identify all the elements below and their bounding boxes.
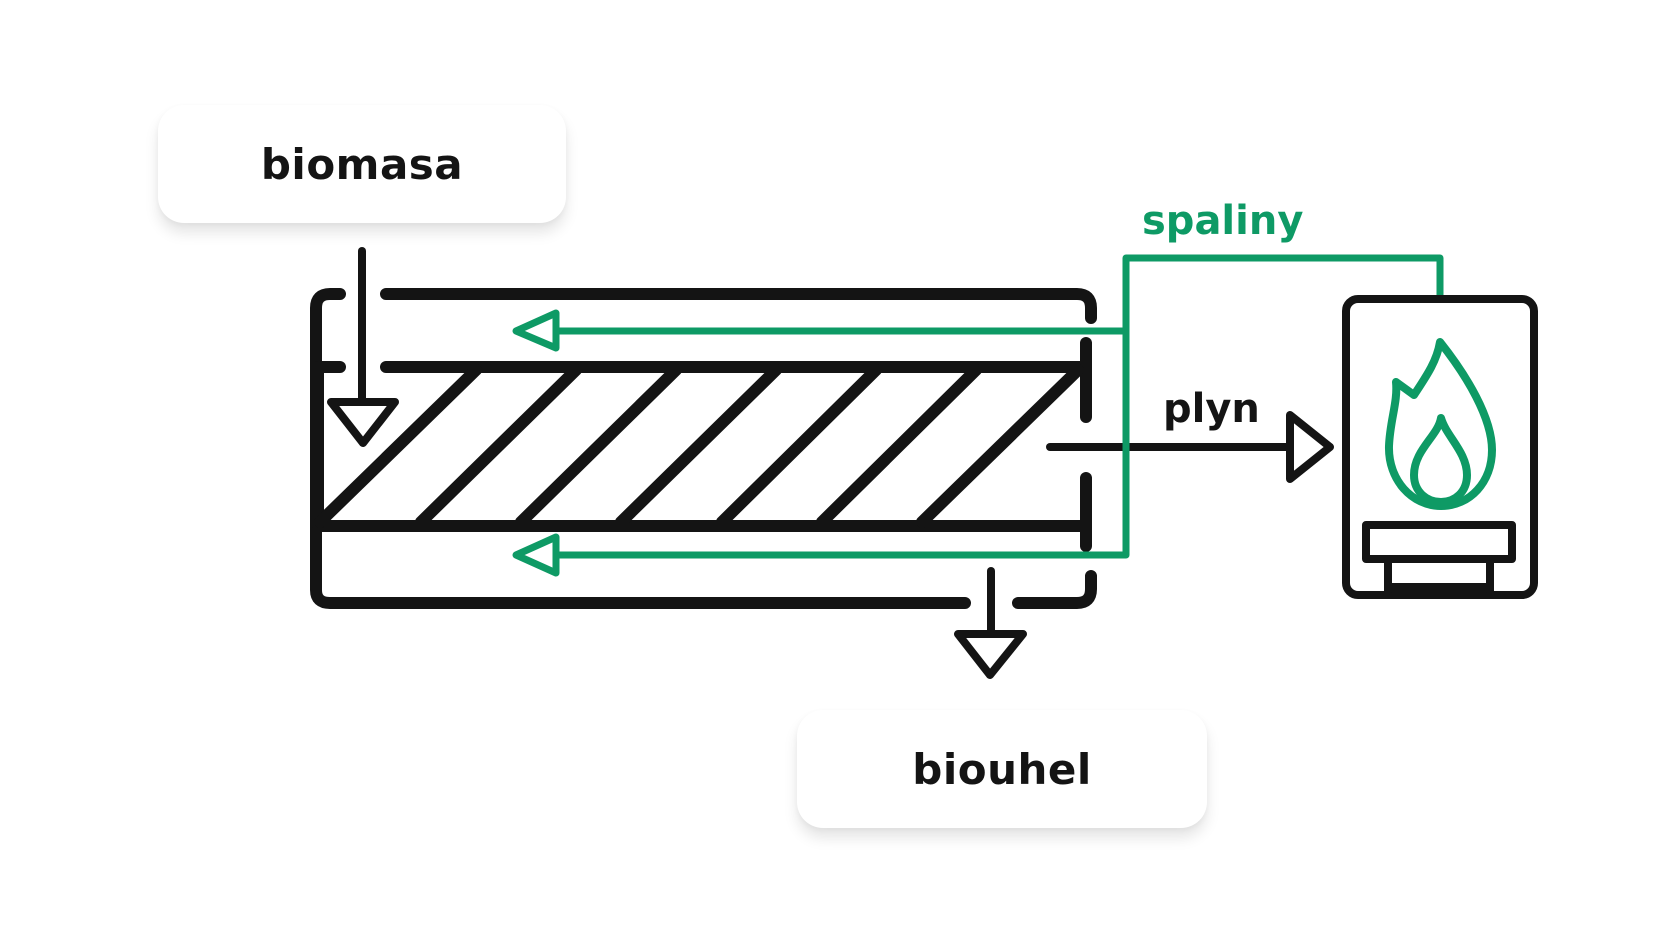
reactor-top-wall [380, 288, 1097, 324]
auger-screw [314, 364, 1084, 528]
flue-gas-arrowheads [512, 309, 560, 577]
biomasa-card: biomasa [158, 105, 566, 223]
biomasa-label: biomasa [260, 139, 464, 189]
arrow-right-icon [1286, 411, 1334, 483]
inner-flame [1410, 414, 1471, 506]
biochar-output-arrow [954, 567, 1027, 679]
boiler-burner-plate [1362, 521, 1516, 563]
arrow-down-icon [954, 630, 1027, 679]
outer-flame [1384, 338, 1496, 510]
label-plyn: plyn [1163, 386, 1260, 432]
reactor-housing [310, 288, 1097, 609]
biouhel-card: biouhel [797, 710, 1207, 828]
arrow-left-icon [512, 309, 560, 352]
boiler-burner-base [1384, 555, 1494, 595]
arrow-left-icon [512, 533, 560, 577]
biomass-input-arrow [327, 247, 399, 447]
gas-line [1046, 411, 1334, 483]
flue-gas-riser [552, 254, 1444, 559]
arrow-down-icon [327, 398, 399, 447]
flue-gas-loop [552, 254, 1444, 559]
flame-icon [1384, 338, 1496, 510]
biouhel-label: biouhel [912, 744, 1092, 794]
boiler-icon [1342, 295, 1538, 599]
boiler-body [1342, 295, 1538, 599]
label-spaliny: spaliny [1142, 198, 1303, 244]
reactor-bottom-right [1012, 570, 1097, 609]
